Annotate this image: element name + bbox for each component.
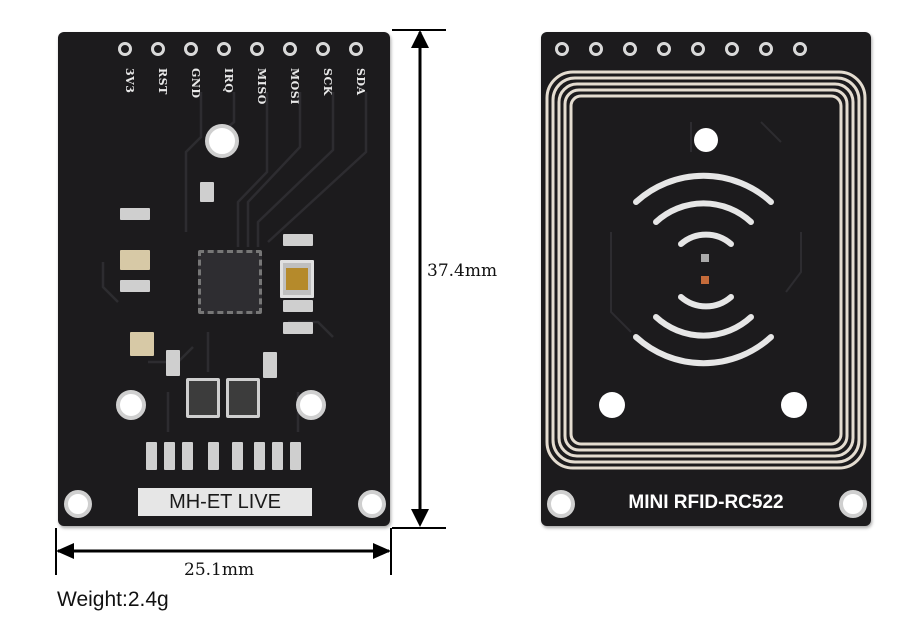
resistor bbox=[272, 442, 283, 470]
mounting-hole bbox=[599, 392, 625, 418]
pin-pad bbox=[759, 42, 773, 56]
smd-component bbox=[283, 234, 313, 246]
pin-pad bbox=[657, 42, 671, 56]
pin-pad bbox=[793, 42, 807, 56]
pin-pad bbox=[283, 42, 297, 56]
resistor bbox=[208, 442, 219, 470]
crystal-body bbox=[286, 268, 308, 290]
pin-pad bbox=[184, 42, 198, 56]
mounting-hole bbox=[296, 390, 326, 420]
smd-component bbox=[130, 332, 154, 356]
resistor bbox=[290, 442, 301, 470]
pin-pad bbox=[589, 42, 603, 56]
pcb-traces bbox=[101, 92, 368, 432]
mounting-hole bbox=[64, 490, 92, 518]
pin-pad bbox=[725, 42, 739, 56]
smd-component bbox=[120, 280, 150, 292]
inductor bbox=[186, 378, 220, 418]
pin-pad bbox=[555, 42, 569, 56]
smd-component bbox=[166, 350, 180, 376]
mounting-hole bbox=[116, 390, 146, 420]
mounting-hole bbox=[781, 392, 807, 418]
mounting-hole bbox=[358, 490, 386, 518]
smd-component bbox=[283, 322, 313, 334]
mounting-hole bbox=[694, 128, 718, 152]
model-label: MINI RFID-RC522 bbox=[628, 492, 784, 513]
resistor bbox=[182, 442, 193, 470]
mounting-hole bbox=[839, 490, 867, 518]
pin-pad bbox=[316, 42, 330, 56]
smd-component bbox=[263, 352, 277, 378]
right-board: MINI RFID-RC522 bbox=[541, 32, 871, 526]
smd-component bbox=[283, 300, 313, 312]
resistor bbox=[164, 442, 175, 470]
smd-component bbox=[120, 250, 150, 270]
mounting-hole bbox=[547, 490, 575, 518]
brand-label: MH-ET LIVE bbox=[138, 488, 312, 516]
inductor bbox=[226, 378, 260, 418]
pin-pad bbox=[250, 42, 264, 56]
pin-pad bbox=[349, 42, 363, 56]
resistor bbox=[254, 442, 265, 470]
mounting-hole bbox=[205, 124, 239, 158]
smd-component bbox=[200, 182, 214, 202]
pin-pad bbox=[623, 42, 637, 56]
resistor bbox=[146, 442, 157, 470]
pin-pad bbox=[691, 42, 705, 56]
height-dimension-label: 37.4mm bbox=[427, 261, 498, 281]
rc522-chip bbox=[198, 250, 262, 314]
pin-pad bbox=[151, 42, 165, 56]
pin-pad bbox=[118, 42, 132, 56]
width-dimension-label: 25.1mm bbox=[184, 560, 255, 580]
left-board: 3V3 RST GND IRQ MISO MOSI SCK SDA bbox=[58, 32, 390, 526]
resistor bbox=[232, 442, 243, 470]
pin-pad bbox=[217, 42, 231, 56]
weight-label: Weight:2.4g bbox=[57, 588, 169, 611]
antenna-coil bbox=[545, 70, 867, 470]
smd-component bbox=[120, 208, 150, 220]
